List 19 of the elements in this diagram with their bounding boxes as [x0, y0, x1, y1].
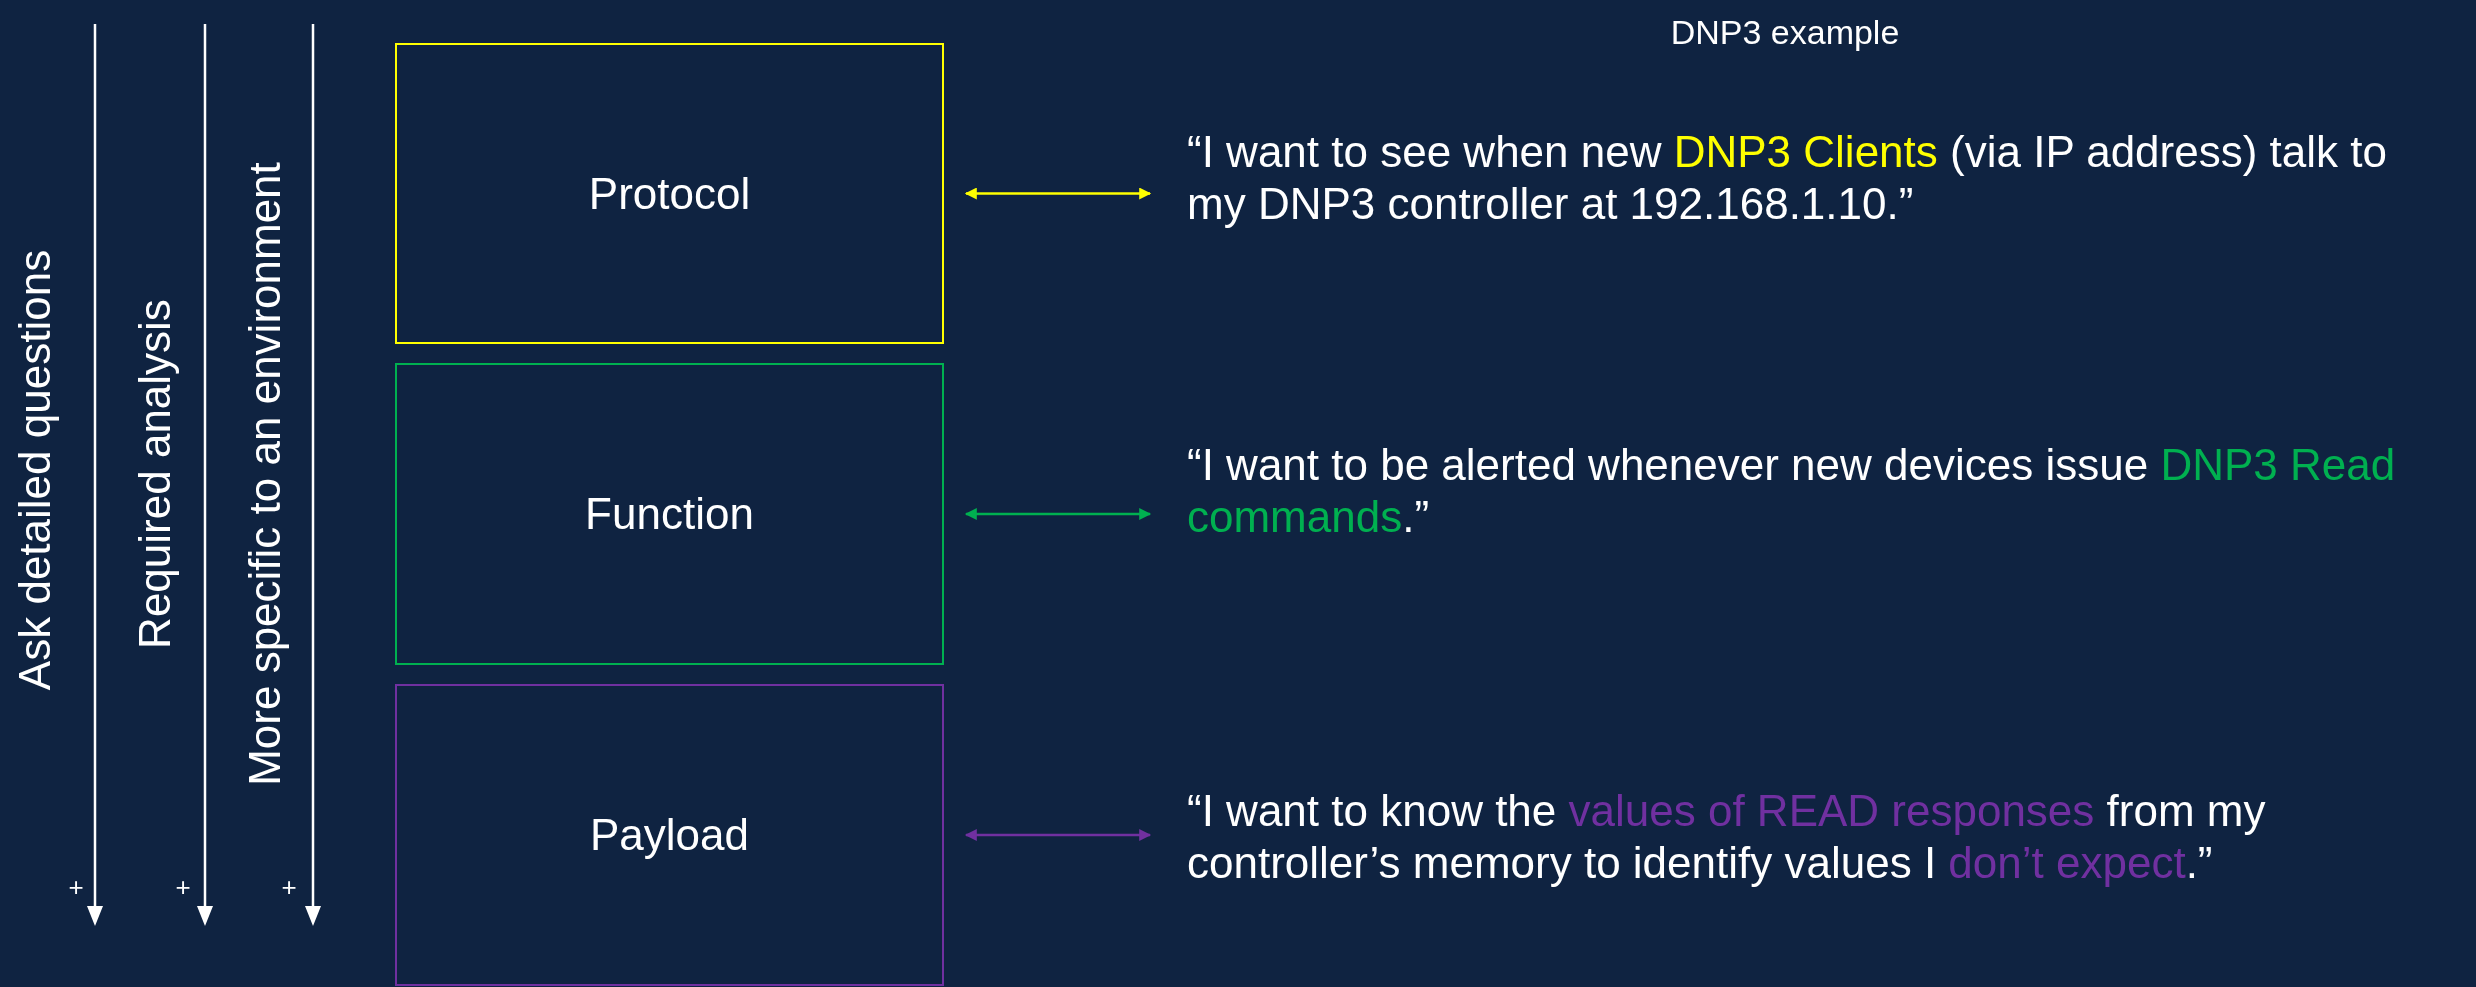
- layer-label: Function: [585, 488, 754, 540]
- layer-box: [395, 363, 944, 665]
- double-arrow: [964, 508, 1152, 520]
- layer-label: Payload: [590, 809, 749, 861]
- quote-text: “I want to be alerted whenever new devices issue DNP3 Read commands.”: [1187, 439, 2397, 543]
- axis-label: Ask detailed questions: [10, 249, 60, 691]
- double-arrow: [964, 829, 1152, 841]
- diagram-title: DNP3 example: [1670, 12, 1900, 52]
- layer-box: [395, 684, 944, 986]
- axis-label: Required analysis: [130, 299, 180, 649]
- axis-label: More specific to an environment: [240, 162, 290, 786]
- plus-sign: +: [281, 871, 297, 903]
- plus-sign: +: [68, 871, 84, 903]
- quote-text: “I want to see when new DNP3 Clients (via IP address) talk to my DNP3 controller at 192.168.1.10.”: [1187, 126, 2388, 230]
- layer-label: Protocol: [588, 167, 751, 220]
- quote-text: “I want to know the values of READ responses from my controller’s memory to identify values I don’t expect.”: [1187, 785, 2267, 889]
- double-arrow: [964, 187, 1152, 200]
- layer-box: [395, 43, 944, 344]
- plus-sign: +: [175, 871, 191, 903]
